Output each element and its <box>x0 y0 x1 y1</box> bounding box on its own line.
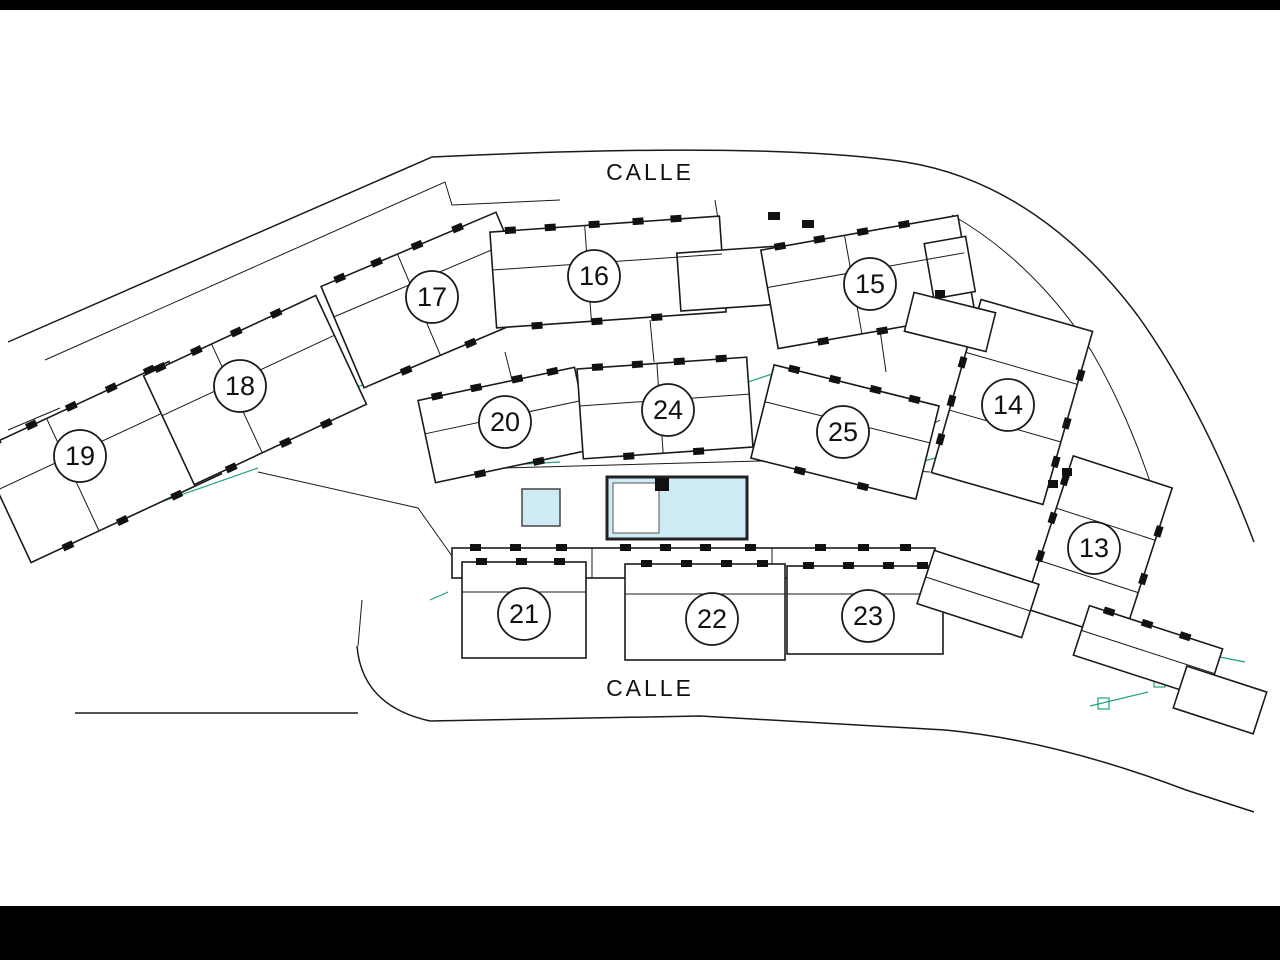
road-top-outline <box>7 149 1255 543</box>
unit-label-16: 16 <box>579 261 609 291</box>
culdesac-stub <box>357 599 363 647</box>
unit-marker-22: 22 <box>685 592 739 646</box>
unit-marker-15: 15 <box>843 257 897 311</box>
unit-marker-21: 21 <box>497 587 551 641</box>
unit-marker-16: 16 <box>567 249 621 303</box>
unit-marker-25: 25 <box>816 405 870 459</box>
unit-marker-18: 18 <box>213 359 267 413</box>
plot-divider-3 <box>504 351 513 381</box>
unit-marker-23: 23 <box>841 589 895 643</box>
unit-marker-20: 20 <box>478 395 532 449</box>
street-label-bottom: CALLE <box>606 675 694 701</box>
unit-marker-17: 17 <box>405 270 459 324</box>
unit-marker-19: 19 <box>53 429 107 483</box>
unit-marker-24: 24 <box>641 383 695 437</box>
culdesac-arc <box>356 645 431 722</box>
building-16 <box>489 214 782 330</box>
unit-label-21: 21 <box>509 599 539 629</box>
unit-label-25: 25 <box>828 417 858 447</box>
unit-label-22: 22 <box>697 604 727 634</box>
street-label-top: CALLE <box>606 159 694 185</box>
plot-edge-left <box>7 407 61 431</box>
terrace-structure-2 <box>1172 665 1268 735</box>
unit-label-17: 17 <box>417 282 447 312</box>
pool-small <box>521 488 561 527</box>
letterbox-bottom-bar <box>0 906 1280 960</box>
unit-label-13: 13 <box>1079 533 1109 563</box>
unit-label-15: 15 <box>855 269 885 299</box>
walkway-central <box>257 471 453 557</box>
unit-label-23: 23 <box>853 601 883 631</box>
road-top-inner-line <box>44 181 561 361</box>
pool-main <box>605 475 749 541</box>
plot-divider-2 <box>879 329 887 373</box>
unit-label-14: 14 <box>993 390 1023 420</box>
connector-23-13 <box>916 549 1040 639</box>
unit-label-19: 19 <box>65 441 95 471</box>
unit-label-18: 18 <box>225 371 255 401</box>
wall-marks <box>768 212 1072 488</box>
unit-label-20: 20 <box>490 407 520 437</box>
road-bottom-outline <box>429 715 1255 813</box>
plot-divider-1 <box>649 319 655 363</box>
unit-marker-14: 14 <box>981 378 1035 432</box>
letterbox-top-bar <box>0 0 1280 10</box>
unit-marker-13: 13 <box>1067 521 1121 575</box>
connector-15-14 <box>903 291 997 353</box>
unit-label-24: 24 <box>653 395 683 425</box>
